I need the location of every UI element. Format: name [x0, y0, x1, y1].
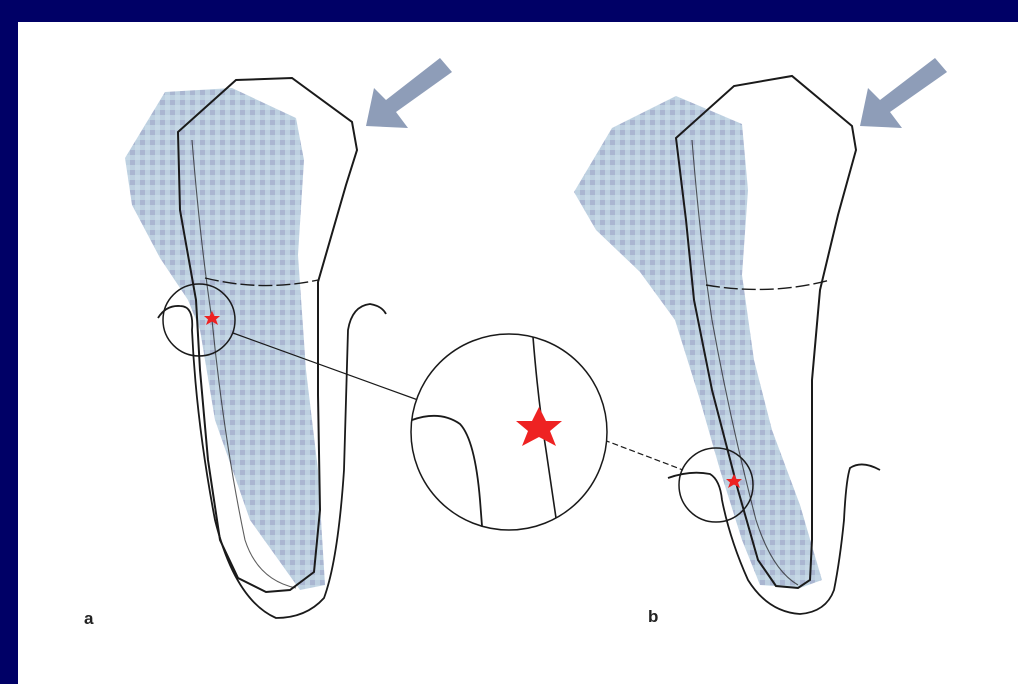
panel-label-a: a [84, 609, 93, 629]
force-arrow-icon [366, 58, 452, 128]
force-arrow-icon [860, 58, 947, 128]
connector-line-b [604, 440, 683, 470]
tooth-a-shaded-region [125, 88, 325, 590]
panel-label-b: b [648, 607, 658, 627]
tooth-b [574, 58, 947, 614]
tooth-a [125, 58, 452, 618]
detail-circle [411, 334, 607, 530]
tooth-b-shaded-region [574, 96, 822, 588]
